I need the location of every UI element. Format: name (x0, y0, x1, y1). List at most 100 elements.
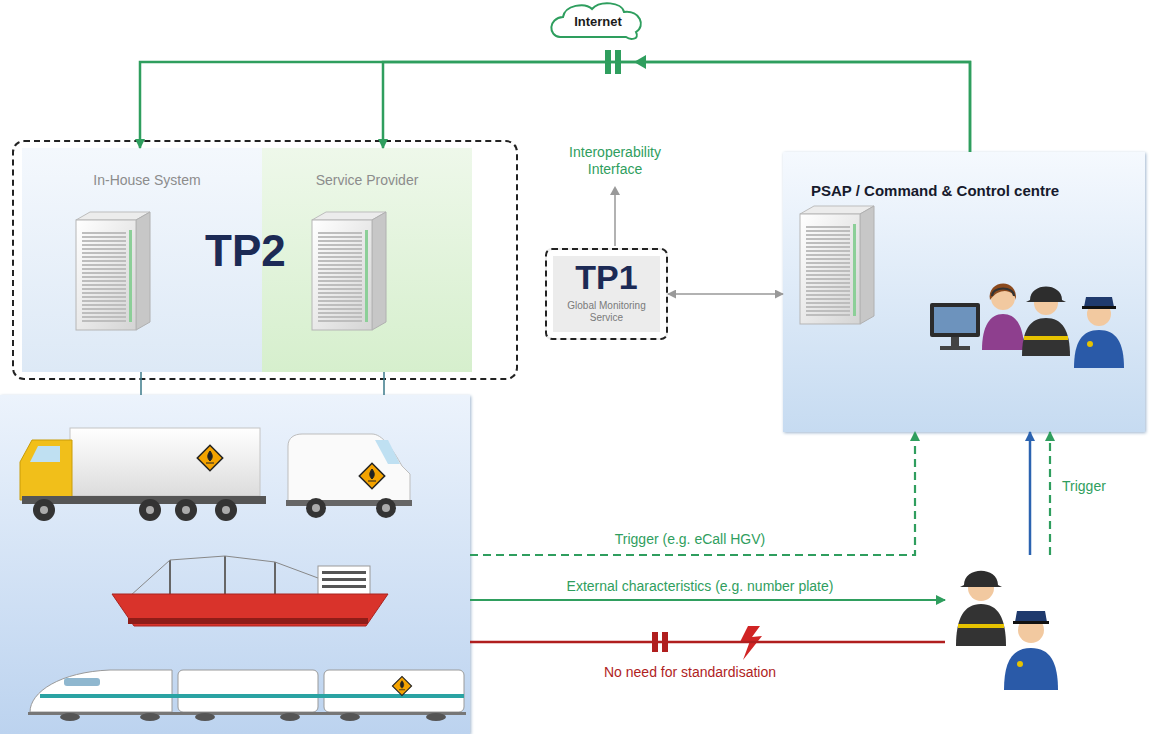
network-link (383, 62, 970, 152)
service-label: Global Monitoring Service (555, 300, 658, 324)
report-arrow (1029, 432, 1032, 555)
truck-figure (146, 506, 154, 514)
service-box: TP1Global Monitoring Service (545, 248, 668, 340)
edge-label: Trigger (e.g. eCall HGV) (540, 531, 840, 548)
ship-figure (274, 562, 276, 596)
cloud-node: Internet (550, 4, 646, 38)
truck-figure (222, 506, 230, 514)
van-figure (286, 434, 412, 518)
edge-label: External characteristics (e.g. number pl… (500, 578, 900, 595)
train-figure (30, 670, 172, 712)
responder-figures (1004, 648, 1058, 690)
truck-figure (22, 496, 266, 504)
service-link (668, 293, 783, 295)
vehicle-panel (0, 395, 470, 734)
centre-title: PSAP / Command & Control centre (811, 182, 1135, 199)
interface-break-symbol (605, 50, 646, 74)
responder-figures (956, 604, 1006, 646)
tp1-to-interface-arrow (614, 192, 616, 246)
train-figure (178, 670, 318, 712)
data-link (383, 372, 385, 395)
ship-figure (169, 560, 171, 596)
van-figure (288, 434, 410, 502)
van-figure (306, 498, 326, 518)
no-standard-break-symbol (662, 632, 668, 652)
edge-label: No need for standardisation (540, 664, 840, 681)
direct-link (470, 641, 945, 644)
train-figure (28, 670, 466, 721)
server-icon (76, 212, 150, 330)
responder-group (945, 555, 1065, 700)
interface-break-symbol (605, 50, 611, 74)
internet-cloud (551, 3, 641, 39)
no-standard-break-symbol (740, 626, 762, 660)
system-label: Service Provider (262, 172, 472, 188)
tp1-to-interface-arrow (610, 186, 620, 246)
van-figure (382, 504, 390, 512)
operator-figures (940, 346, 970, 350)
train-figure (195, 713, 215, 721)
tp1-to-interface-arrow (610, 186, 620, 195)
responder-figures (956, 571, 1058, 690)
ship-figure (322, 571, 366, 574)
ship-figure (322, 585, 366, 588)
ship-figure (318, 566, 370, 596)
train-figure (324, 670, 464, 712)
van-figure (312, 504, 320, 512)
operator-figures (991, 286, 1015, 310)
truck-figure (40, 506, 48, 514)
truck-figure (139, 499, 161, 521)
server-icon (800, 206, 874, 324)
van-figure (375, 440, 400, 464)
operator-figures (1084, 297, 1114, 307)
truck-figure (20, 440, 72, 500)
operator-figures (1087, 302, 1111, 326)
train-figure (64, 678, 100, 686)
ship-figure (128, 618, 368, 624)
ship-figure (112, 556, 388, 626)
no-standard-break-symbol (652, 632, 658, 652)
responder-figures (960, 571, 1002, 587)
train-figure (40, 694, 464, 698)
train-figure (280, 713, 300, 721)
interface-label: Interoperability Interface (540, 144, 690, 178)
responder-figures (1017, 661, 1023, 667)
van-figure (376, 498, 396, 518)
operator-figures (1034, 291, 1058, 315)
data-link (140, 372, 142, 395)
ship-figure (322, 578, 366, 581)
group-box: In-House SystemService ProviderTP2 (12, 140, 518, 380)
van-figure (286, 500, 412, 506)
truck-figure (30, 446, 60, 462)
operator-figures (990, 283, 1016, 300)
truck-figure (182, 506, 190, 514)
train-figure (340, 713, 360, 721)
operator-figures (1087, 341, 1093, 347)
train-figure (28, 712, 466, 715)
operator-figures (930, 283, 1124, 368)
truck-figure (20, 428, 266, 521)
responder-figures (1018, 617, 1044, 643)
operator-figures (930, 303, 980, 337)
group-title: TP2 (205, 226, 286, 276)
no-standard-break-symbol (652, 626, 762, 660)
responder-figures (958, 624, 1004, 628)
edge-label: Trigger (1062, 478, 1142, 495)
operator-figures (1082, 306, 1116, 309)
ship-figure (224, 556, 226, 596)
interface-break-symbol (634, 55, 646, 69)
operator-figures (934, 307, 976, 333)
identification-arrow (470, 599, 945, 601)
ship-figure (130, 556, 318, 596)
system-box: Service Provider (262, 148, 472, 372)
truck-figure (197, 445, 222, 470)
control-centre-box: PSAP / Command & Control centre (783, 152, 1145, 432)
operator-figures (982, 314, 1024, 350)
train-figure (140, 713, 160, 721)
van-figure (359, 463, 384, 488)
operator-figures (1026, 287, 1066, 303)
system-label: In-House System (22, 172, 272, 188)
